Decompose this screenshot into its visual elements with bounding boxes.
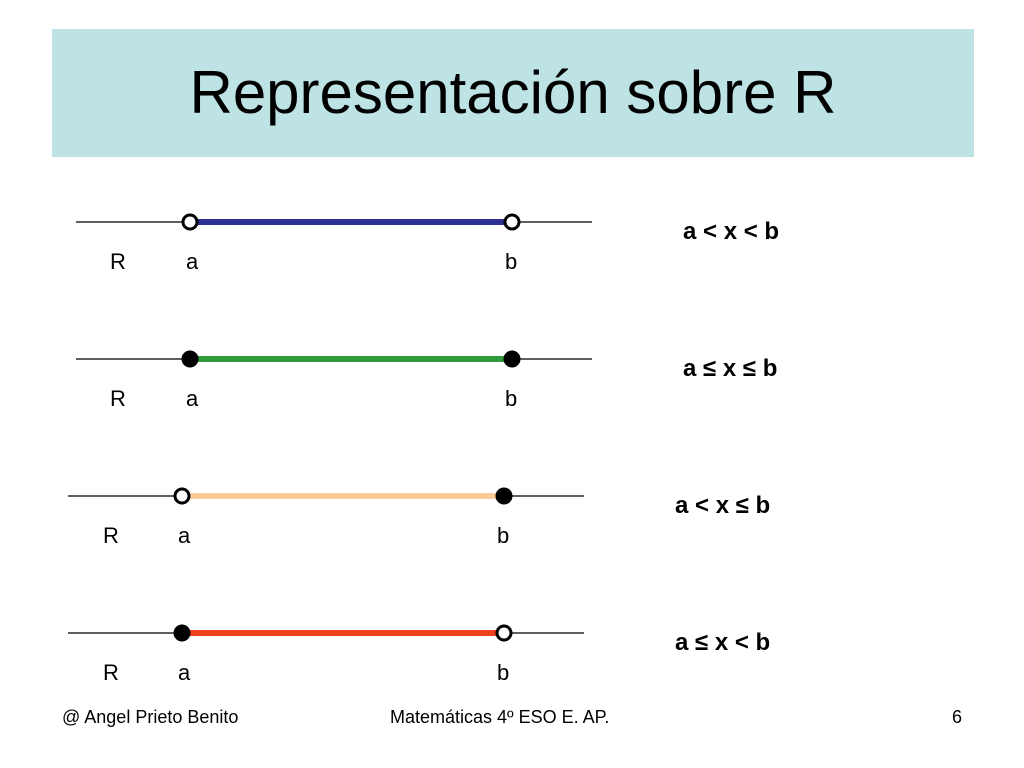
endpoint-b (495, 624, 513, 642)
footer-course: Matemáticas 4º ESO E. AP. (390, 707, 610, 727)
a-label: a (186, 249, 199, 274)
interval-row-2: R a b a ≤ x ≤ b (76, 350, 777, 411)
footer-author: @ Angel Prieto Benito (62, 707, 239, 727)
endpoint-b (495, 487, 513, 505)
endpoint-a (181, 213, 199, 231)
axis-label: R (110, 249, 126, 274)
interval-row-4: R a b a ≤ x < b (68, 624, 770, 685)
axis-label: R (110, 386, 126, 411)
interval-row-1: R a b a < x < b (76, 213, 779, 274)
b-label: b (505, 249, 517, 274)
a-label: a (186, 386, 199, 411)
endpoint-a (173, 487, 191, 505)
endpoint-b (503, 213, 521, 231)
b-label: b (497, 660, 509, 685)
a-label: a (178, 523, 191, 548)
footer-page-number: 6 (952, 707, 963, 727)
a-label: a (178, 660, 191, 685)
inequality: a ≤ x ≤ b (683, 355, 777, 382)
axis-label: R (103, 523, 119, 548)
b-label: b (497, 523, 509, 548)
slide-title: Representación sobre R (189, 59, 837, 126)
inequality: a < x < b (683, 218, 779, 245)
endpoint-a (181, 350, 199, 368)
interval-row-3: R a b a < x ≤ b (68, 487, 770, 548)
endpoint-a (173, 624, 191, 642)
inequality: a ≤ x < b (675, 629, 770, 656)
b-label: b (505, 386, 517, 411)
title-bar: Representación sobre R (52, 29, 974, 157)
endpoint-b (503, 350, 521, 368)
inequality: a < x ≤ b (675, 492, 770, 519)
axis-label: R (103, 660, 119, 685)
